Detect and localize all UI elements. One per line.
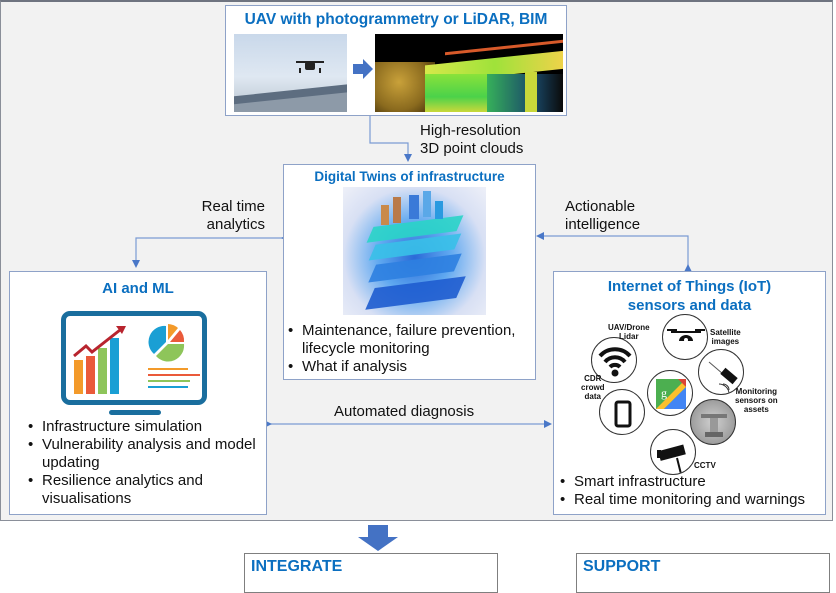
analytics-monitor-icon bbox=[61, 311, 207, 405]
support-title: SUPPORT bbox=[583, 558, 661, 575]
integrate-box: INTEGRATE bbox=[244, 553, 498, 593]
svg-text:g: g bbox=[661, 386, 667, 400]
uav-box: UAV with photogrammetry or LiDAR, BIM bbox=[225, 5, 567, 116]
label-satellite-images: Satellite images bbox=[710, 328, 741, 346]
drone-icon bbox=[296, 58, 324, 73]
drone-sensor-icon bbox=[662, 314, 708, 360]
phone-sensor-icon bbox=[599, 389, 645, 435]
integrate-title: INTEGRATE bbox=[251, 558, 343, 575]
label-monitoring-sensors: Monitoring sensors on assets bbox=[735, 387, 778, 414]
label-automated-diagnosis: Automated diagnosis bbox=[334, 403, 475, 420]
ai-ml-title: AI and ML bbox=[102, 280, 174, 297]
google-maps-icon: g bbox=[647, 370, 693, 416]
bullet-maintenance: Maintenance, failure prevention, lifecyc… bbox=[284, 322, 534, 358]
label-cctv: CCTV bbox=[694, 461, 716, 470]
lidar-point-cloud-image bbox=[375, 34, 563, 112]
iot-title-line2: sensors and data bbox=[627, 297, 752, 314]
uav-box-title: UAV with photogrammetry or LiDAR, BIM bbox=[244, 11, 548, 28]
bullet-infrastructure-simulation: Infrastructure simulation bbox=[24, 418, 264, 436]
label-uav-drone-lidar: UAV/Drone Lidar bbox=[608, 323, 650, 341]
label-real-time-analytics: Real time analytics bbox=[201, 198, 265, 233]
drone-photo bbox=[234, 34, 347, 112]
ai-ml-box: AI and ML Infrastructure simulation Vuln… bbox=[9, 271, 267, 515]
bullet-real-time-monitoring: Real time monitoring and warnings bbox=[556, 491, 826, 509]
bullet-resilience-analytics: Resilience analytics and visualisations bbox=[24, 472, 264, 508]
digital-twin-city-image bbox=[343, 187, 486, 315]
pie-chart-icon bbox=[148, 324, 185, 362]
digital-twins-title: Digital Twins of infrastructure bbox=[314, 169, 505, 184]
support-box: SUPPORT bbox=[576, 553, 830, 593]
iot-bullets: Smart infrastructure Real time monitorin… bbox=[556, 473, 826, 509]
monitoring-sensor-icon bbox=[690, 399, 736, 445]
bullet-what-if: What if analysis bbox=[284, 358, 534, 376]
ai-ml-bullets: Infrastructure simulation Vulnerability … bbox=[24, 418, 264, 508]
bullet-vulnerability-analysis: Vulnerability analysis and model updatin… bbox=[24, 436, 264, 472]
cctv-sensor-icon bbox=[650, 429, 696, 475]
label-high-resolution: High-resolution 3D point clouds bbox=[420, 122, 524, 157]
iot-title-line1: Internet of Things (IoT) bbox=[607, 278, 772, 295]
label-cdr-crowd-data: CDR crowd data bbox=[581, 374, 605, 401]
bullet-smart-infrastructure: Smart infrastructure bbox=[556, 473, 826, 491]
digital-twins-box: Digital Twins of infrastructure Maintena… bbox=[283, 164, 536, 380]
digital-twins-bullets: Maintenance, failure prevention, lifecyc… bbox=[284, 322, 534, 376]
monitor-stand bbox=[109, 410, 161, 415]
label-actionable-intelligence: Actionable intelligence bbox=[565, 198, 641, 233]
iot-box: Internet of Things (IoT) sensors and dat… bbox=[553, 271, 826, 515]
arrow-down-big bbox=[358, 525, 398, 551]
satellite-sensor-icon bbox=[698, 349, 744, 395]
wifi-sensor-icon bbox=[591, 337, 637, 383]
